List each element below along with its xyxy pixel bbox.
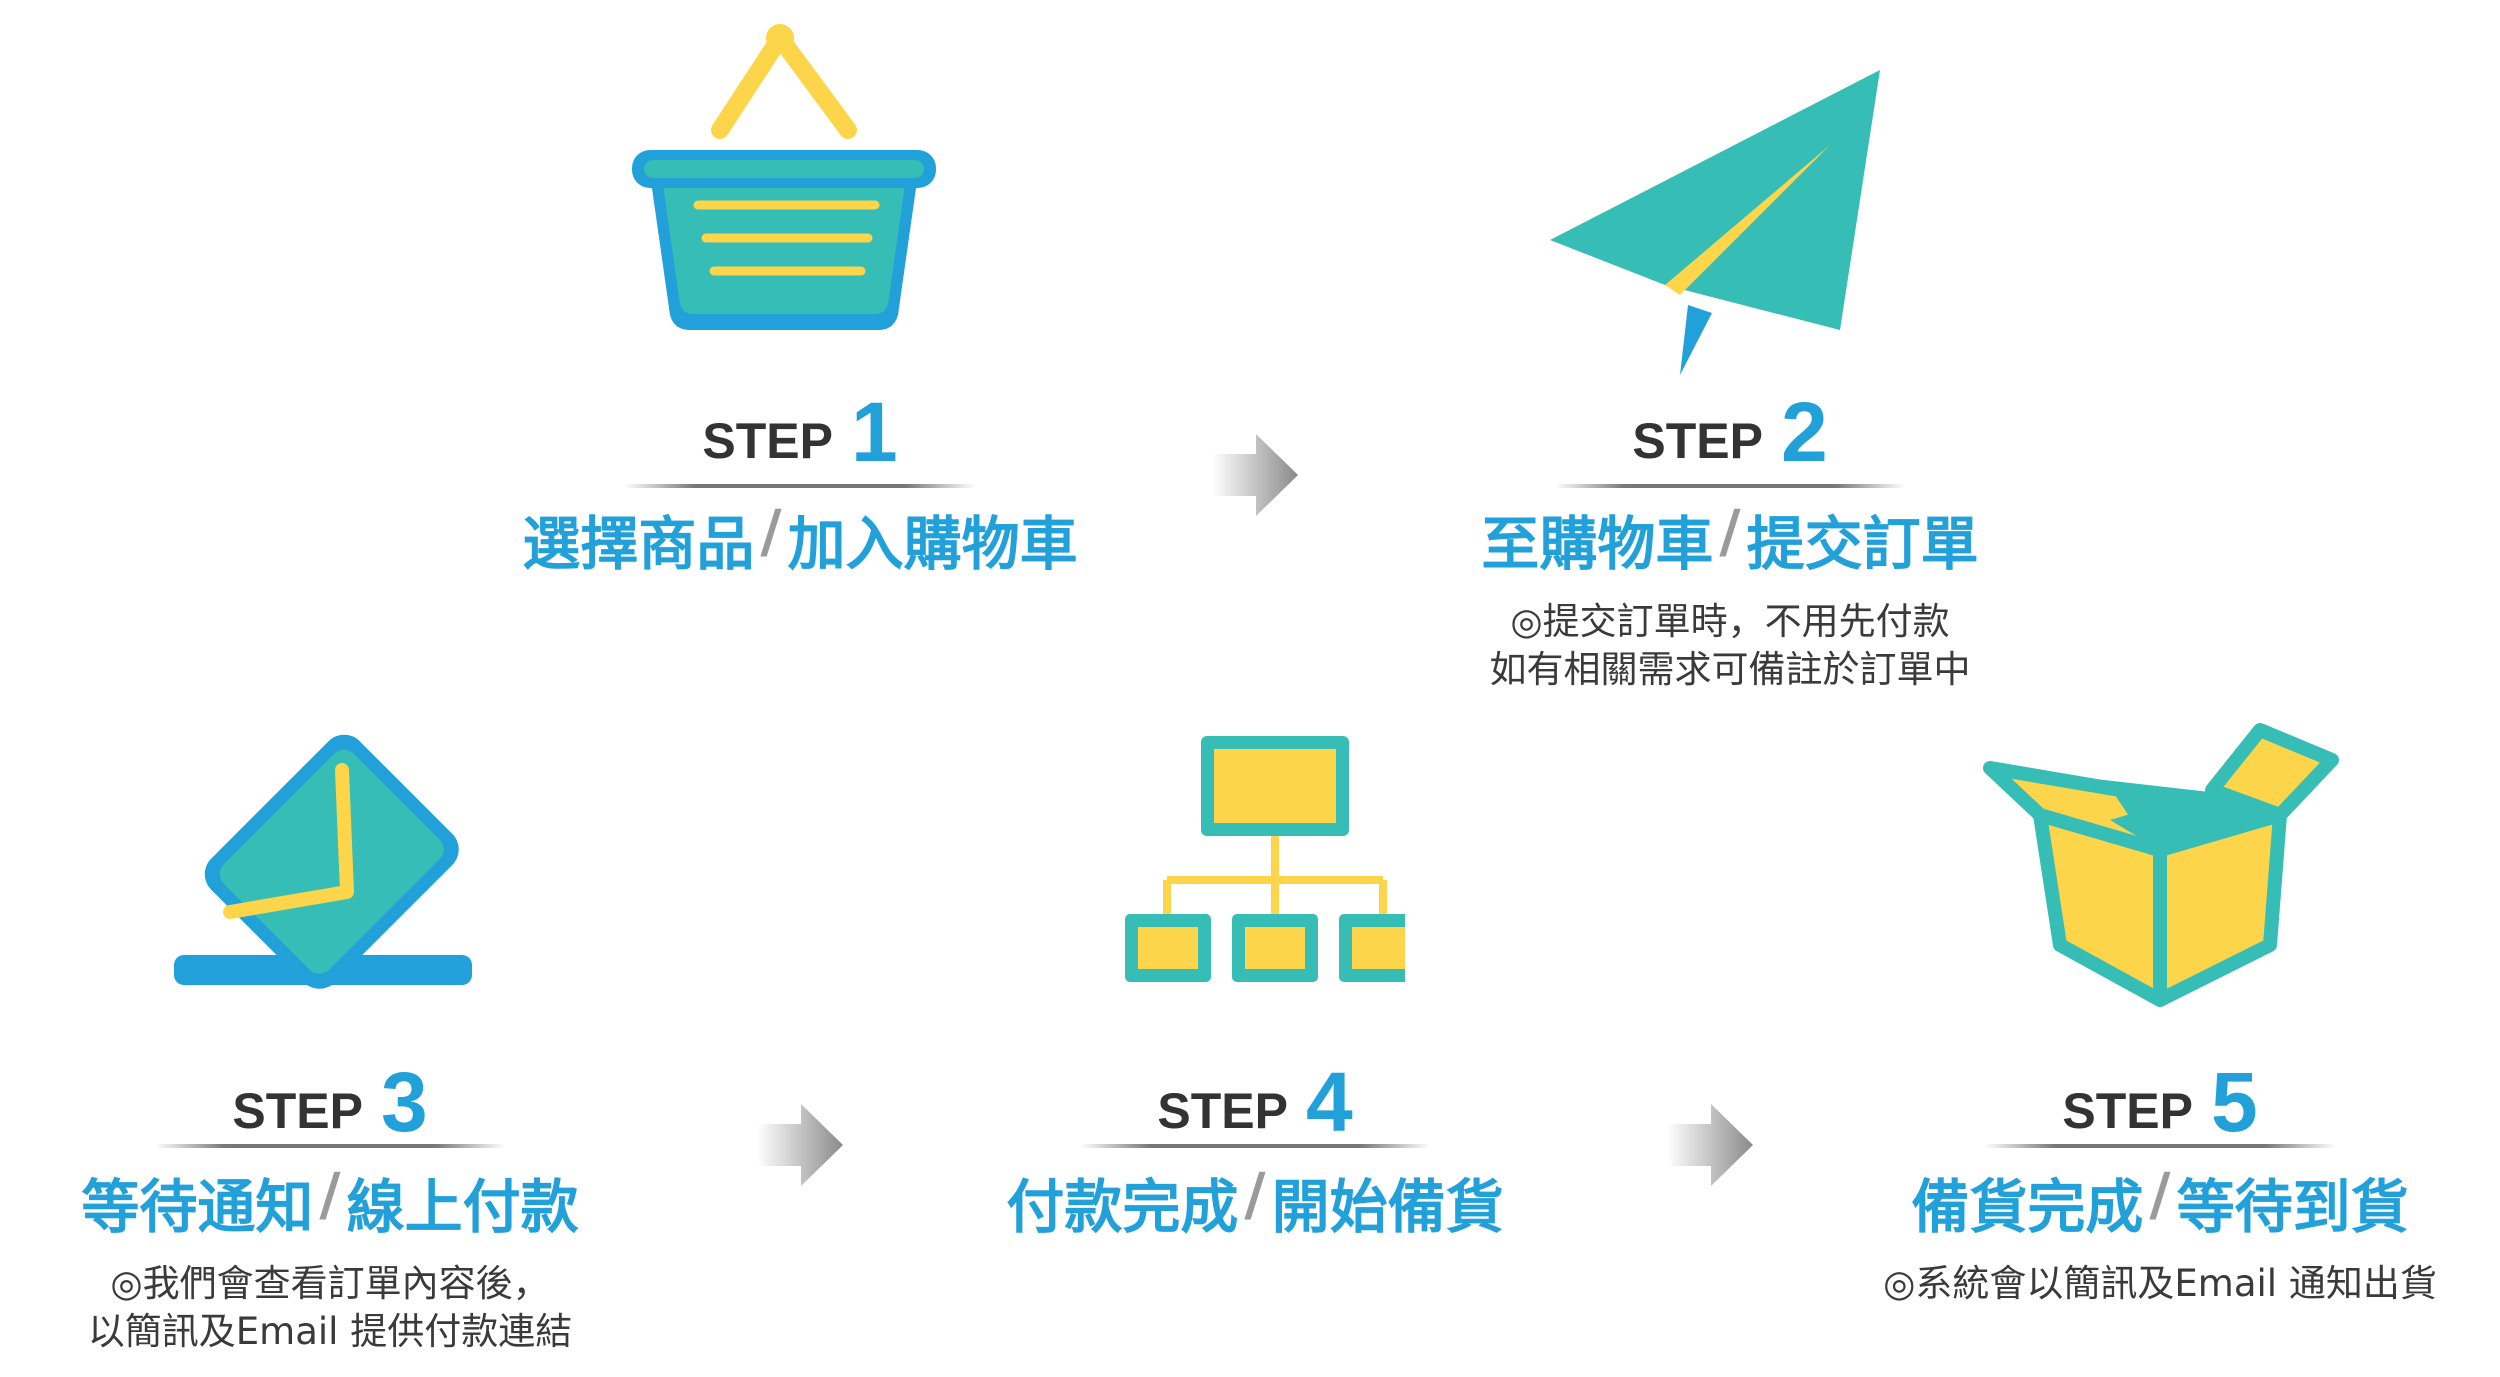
- step-heading: STEP 1: [480, 390, 1120, 474]
- step-title-part-1: 至購物車: [1481, 510, 1714, 578]
- arrow-right-icon: [1667, 1104, 1753, 1186]
- separator: /: [1244, 1160, 1266, 1228]
- step-note: ◎提交訂單時，不用先付款 如有相關需求可備註於訂單中: [1420, 598, 2040, 694]
- divider: [1985, 1144, 2335, 1148]
- step-word: STEP: [232, 1083, 363, 1139]
- paper-plane-icon: [1550, 70, 1880, 375]
- step-title: 備貨完成/等待到貨: [1840, 1160, 2480, 1244]
- step-number: 3: [380, 1055, 428, 1149]
- step-title-part-1: 選擇商品: [522, 510, 755, 578]
- divider: [1080, 1144, 1430, 1148]
- note-line: ◎提交訂單時，不用先付款: [1510, 600, 1950, 643]
- step-word: STEP: [702, 413, 833, 469]
- step-title-part-1: 付款完成: [1006, 1173, 1239, 1241]
- org-chart-icon: [1125, 736, 1405, 982]
- step-2: STEP 2 至購物車/提交訂單 ◎提交訂單時，不用先付款 如有相關需求可備註於…: [1420, 20, 2040, 691]
- note-line: ◎系統會以簡訊及Email 通知出貨: [1883, 1262, 2437, 1305]
- step-word: STEP: [1157, 1083, 1288, 1139]
- step-number: 4: [1305, 1055, 1353, 1149]
- step-title: 付款完成/開始備貨: [955, 1160, 1555, 1244]
- step-word: STEP: [1632, 413, 1763, 469]
- step-title-part-2: 提交訂單: [1746, 510, 1979, 578]
- step-3: STEP 3 等待通知/線上付款 ◎我們會查看訂單內容後， 以簡訊及Email …: [30, 730, 630, 1370]
- step-title-part-2: 加入購物車: [787, 510, 1078, 578]
- separator: /: [2149, 1160, 2171, 1228]
- step-title-part-2: 開始備貨: [1271, 1173, 1504, 1241]
- step-1: STEP 1 選擇商品/加入購物車: [480, 20, 1120, 580]
- note-line: 以簡訊及Email 提供付款連結: [87, 1310, 573, 1353]
- step-title-part-2: 線上付款: [346, 1173, 579, 1241]
- step-number: 2: [1780, 385, 1828, 479]
- step-word: STEP: [2062, 1083, 2193, 1139]
- divider: [625, 484, 975, 488]
- step-5: STEP 5 備貨完成/等待到貨 ◎系統會以簡訊及Email 通知出貨: [1840, 720, 2480, 1320]
- step-title: 等待通知/線上付款: [30, 1160, 630, 1244]
- step-title-part-2: 等待到貨: [2176, 1173, 2409, 1241]
- arrow-right-icon: [1212, 434, 1298, 516]
- step-note: ◎系統會以簡訊及Email 通知出貨: [1840, 1260, 2480, 1308]
- note-line: ◎我們會查看訂單內容後，: [110, 1262, 550, 1305]
- separator: /: [760, 497, 782, 565]
- separator: /: [1719, 497, 1741, 565]
- step-note: ◎我們會查看訂單內容後， 以簡訊及Email 提供付款連結: [30, 1260, 630, 1356]
- step-title: 至購物車/提交訂單: [1420, 497, 2040, 581]
- open-box-icon: [1983, 723, 2339, 1007]
- step-number: 1: [850, 385, 898, 479]
- step-heading: STEP 5: [1840, 1060, 2480, 1144]
- step-number: 5: [2210, 1055, 2258, 1149]
- step-title-part-1: 等待通知: [81, 1173, 314, 1241]
- step-heading: STEP 3: [30, 1060, 630, 1144]
- shopping-basket-icon: [632, 24, 936, 330]
- divider: [1555, 484, 1905, 488]
- separator: /: [319, 1160, 341, 1228]
- arrow-right-icon: [757, 1104, 843, 1186]
- step-title: 選擇商品/加入購物車: [480, 497, 1120, 581]
- step-heading: STEP 4: [955, 1060, 1555, 1144]
- step-heading: STEP 2: [1420, 390, 2040, 474]
- step-4: STEP 4 付款完成/開始備貨: [955, 730, 1555, 1250]
- step-title-part-1: 備貨完成: [1911, 1173, 2144, 1241]
- divider: [155, 1144, 505, 1148]
- note-line: 如有相關需求可備註於訂單中: [1489, 648, 1971, 691]
- check-card-icon: [174, 734, 472, 989]
